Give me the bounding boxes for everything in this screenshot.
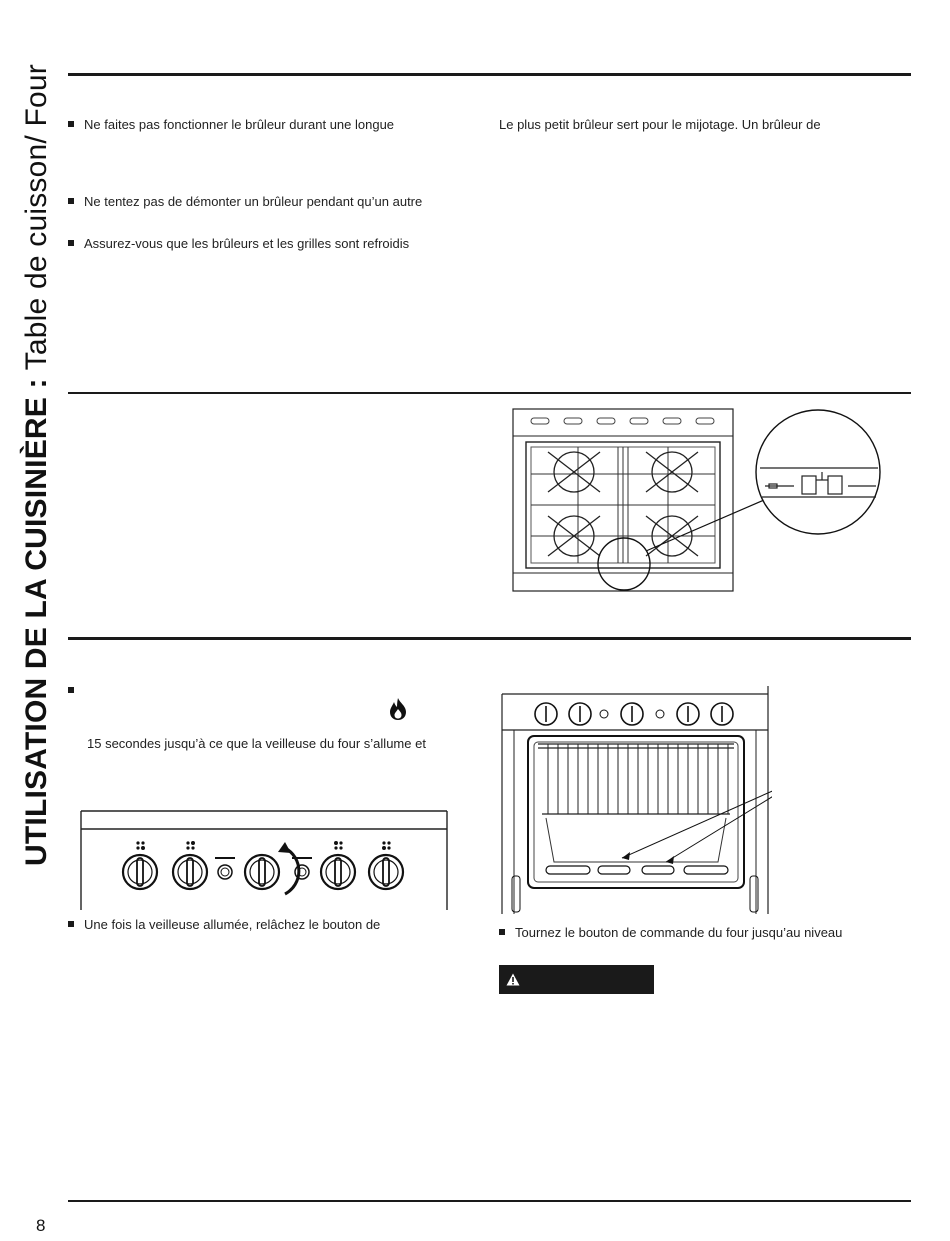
warning-label (499, 965, 654, 994)
bullet-marker (68, 121, 74, 127)
bullet-marker (68, 198, 74, 204)
control-panel-illustration (80, 810, 448, 910)
bullet-marker (68, 921, 74, 927)
bullet-marker (68, 240, 74, 246)
bullet-item-4 (68, 683, 84, 699)
top-rule (68, 73, 911, 76)
page-number: 8 (36, 1216, 46, 1235)
bullet-marker (68, 687, 74, 693)
warning-triangle-icon (506, 973, 520, 986)
section-title-bold: UTILISATION DE LA CUISINIÈRE : (20, 378, 53, 866)
cooktop-grates-illustration (512, 408, 881, 592)
bullet-item-5: Une fois la veilleuse allumée, relâchez … (68, 917, 380, 933)
section-title: UTILISATION DE LA CUISINIÈRE : Table de … (12, 40, 62, 890)
bullet-item-2: Ne tentez pas de démonter un brûleur pen… (68, 194, 422, 210)
bullet-item-6: Tournez le bouton de commande du four ju… (499, 925, 842, 941)
bullet-marker (499, 929, 505, 935)
section-title-light: Table de cuisson/ Four (20, 64, 53, 379)
bullet-item-3: Assurez-vous que les brûleurs et les gri… (68, 236, 409, 252)
flame-icon (390, 698, 406, 720)
bullet-item-1: Ne faites pas fonctionner le brûleur dur… (68, 117, 394, 133)
right-column-text: Le plus petit brûleur sert pour le mijot… (499, 117, 821, 132)
bottom-rule (68, 1200, 911, 1202)
section-divider-2 (68, 637, 911, 640)
oven-interior-illustration (501, 686, 772, 914)
section-divider-1 (68, 392, 911, 394)
text-15-secondes: 15 secondes jusqu’à ce que la veilleuse … (87, 736, 426, 751)
